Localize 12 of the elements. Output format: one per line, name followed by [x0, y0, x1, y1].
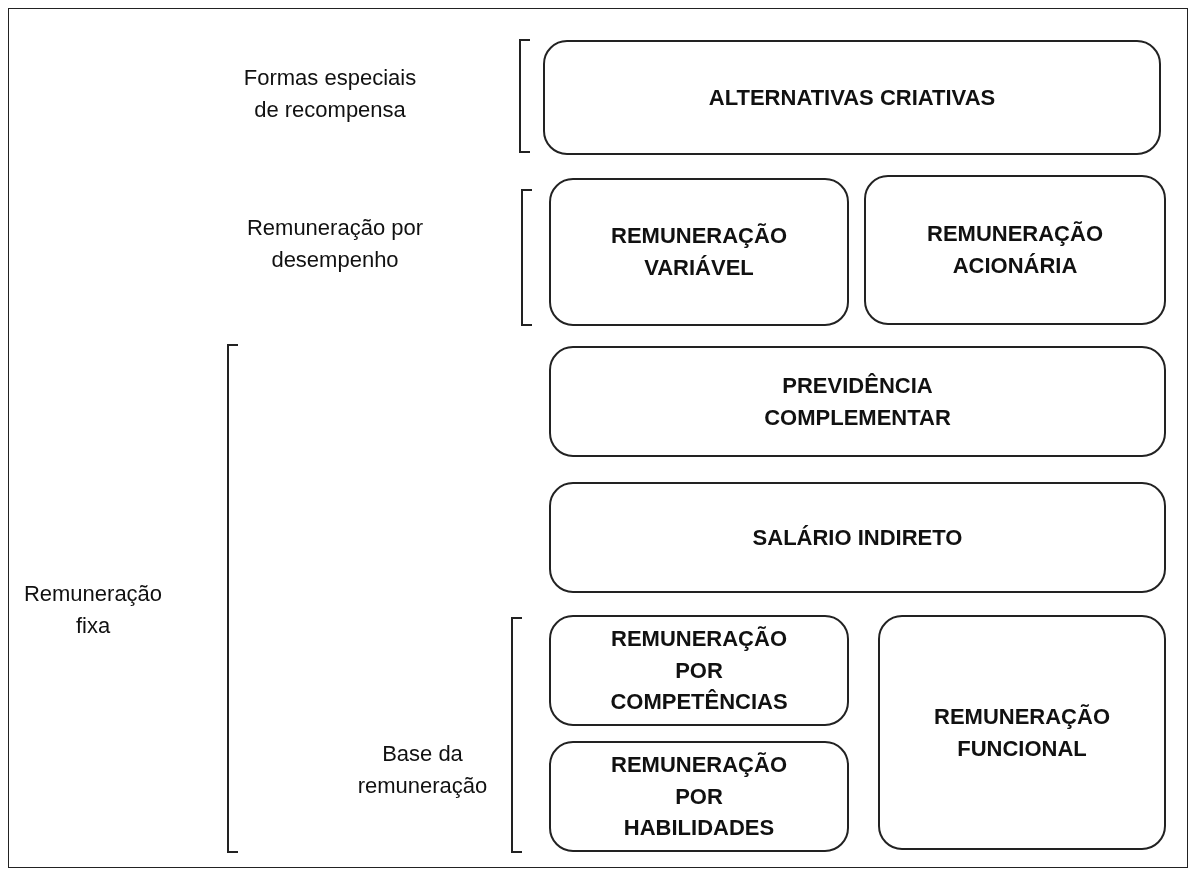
category-box: SALÁRIO INDIRETO	[549, 482, 1166, 593]
category-box: PREVIDÊNCIA COMPLEMENTAR	[549, 346, 1166, 457]
category-box: REMUNERAÇÃO FUNCIONAL	[878, 615, 1166, 850]
group-label: Remuneração por desempenho	[245, 214, 425, 274]
category-box: REMUNERAÇÃO ACIONÁRIA	[864, 175, 1166, 325]
group-label: Formas especiais de recompensa	[242, 64, 418, 124]
group-label: Remuneração fixa	[22, 580, 164, 640]
category-box: REMUNERAÇÃO POR COMPETÊNCIAS	[549, 615, 849, 726]
category-box: ALTERNATIVAS CRIATIVAS	[543, 40, 1161, 155]
category-box: REMUNERAÇÃO POR HABILIDADES	[549, 741, 849, 852]
category-box: REMUNERAÇÃO VARIÁVEL	[549, 178, 849, 326]
group-label: Base da remuneração	[356, 740, 489, 800]
